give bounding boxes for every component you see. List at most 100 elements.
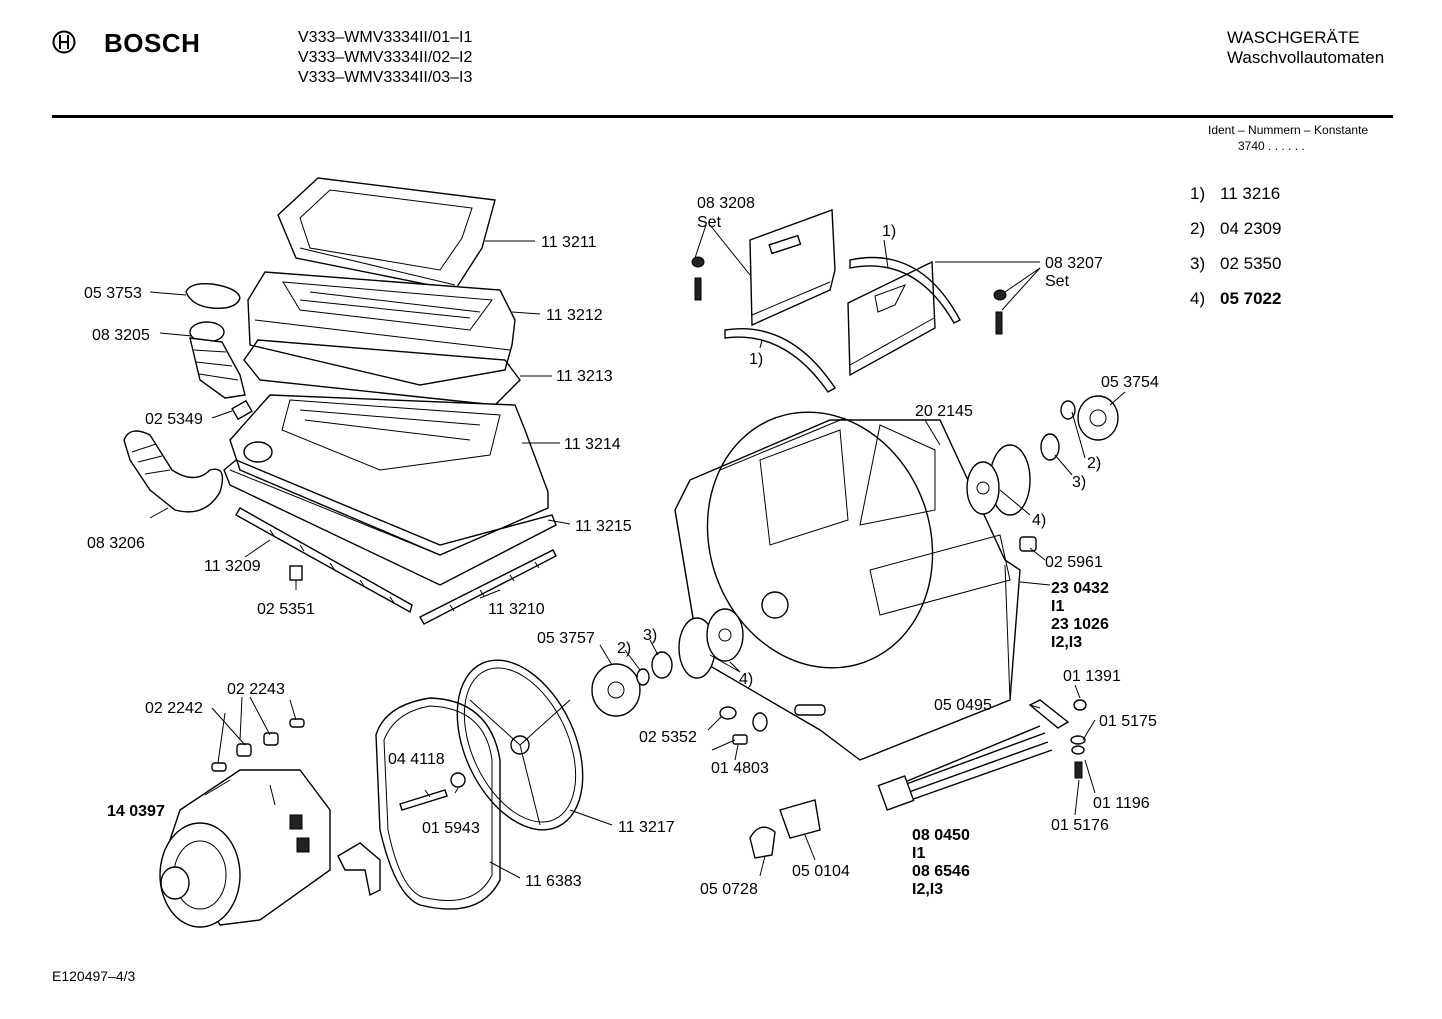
motor — [159, 769, 331, 928]
tension-bolt — [399, 772, 466, 811]
category-heading: WASCHGERÄTE Waschvollautomaten — [1227, 28, 1384, 68]
part-label: 05 3757 — [537, 630, 595, 647]
legend-key: 4) — [1190, 289, 1206, 308]
carbon-brushes — [211, 718, 305, 772]
motor-bracket — [337, 842, 381, 897]
flange-bearing-left — [706, 608, 744, 662]
variant-label: I2,I3 — [1051, 634, 1082, 651]
legend-item: 1)11 3216 — [1190, 176, 1281, 211]
part-label: 11 3214 — [564, 436, 621, 453]
bearing-right — [1040, 433, 1060, 461]
legend-key: 2) — [1190, 219, 1206, 238]
part-label: 02 2242 — [145, 700, 203, 717]
set-label: Set — [1045, 273, 1070, 290]
part-label: 08 3206 — [87, 535, 145, 552]
small-connector — [231, 399, 253, 421]
part-label: 11 3209 — [204, 558, 261, 575]
flange-bearing-right — [966, 461, 1000, 515]
category-line-1: WASCHGERÄTE — [1227, 28, 1360, 47]
footnote-marker: 2) — [1087, 455, 1101, 472]
tub-cover-frame — [277, 177, 496, 291]
part-label: 01 1391 — [1063, 668, 1121, 685]
seal-ring-right — [1060, 400, 1076, 420]
part-label: 02 5349 — [145, 411, 203, 428]
tub-gasket-upper — [247, 271, 516, 386]
part-label: 11 3217 — [618, 819, 675, 836]
drum-pulley — [456, 659, 584, 831]
part-label: 01 4803 — [711, 760, 769, 777]
clamp-strip-left — [235, 507, 413, 614]
tub-bottom-seal — [223, 459, 557, 586]
legend-value: 11 3216 — [1220, 184, 1281, 203]
legend-value: 02 5350 — [1220, 254, 1282, 273]
heater-nut-set — [1070, 699, 1087, 779]
ident-block: Ident – Nummern – Konstante 3740 . . . .… — [1208, 122, 1368, 154]
drive-belt — [375, 697, 501, 910]
heating-element — [877, 725, 1053, 811]
tub-seal-ring — [243, 339, 521, 406]
washer-ring — [752, 712, 768, 732]
part-label: 08 3205 — [92, 327, 150, 344]
header-rule — [52, 115, 1393, 118]
part-label: 11 3212 — [546, 307, 603, 324]
baffle-strip-left — [724, 328, 836, 393]
clip-part — [289, 565, 303, 581]
part-label: 05 3754 — [1101, 374, 1159, 391]
part-label: 11 3213 — [556, 368, 613, 385]
part-label: 01 5175 — [1099, 713, 1157, 730]
bellows-hose — [189, 321, 246, 399]
clamp-strip-right — [419, 549, 557, 625]
legend-value: 04 2309 — [1220, 219, 1282, 238]
part-label: 11 3215 — [575, 518, 632, 535]
part-label: 23 1026 — [1051, 616, 1109, 633]
part-labels: 11 3211 11 3212 11 3213 11 3214 11 3215 … — [84, 195, 1159, 898]
door-lock-pair — [749, 799, 821, 859]
part-label: 08 3208 — [697, 195, 755, 212]
legend-item: 2) 04 2309 — [1190, 211, 1281, 246]
part-label: 04 4118 — [388, 751, 445, 768]
part-label: 08 6546 — [912, 863, 970, 880]
ident-value: 3740 . . . . . . — [1238, 139, 1305, 153]
part-label: 01 1196 — [1093, 795, 1150, 812]
set-label: Set — [697, 214, 722, 231]
ident-label: Ident – Nummern – Konstante — [1208, 123, 1369, 137]
part-label: 05 3753 — [84, 285, 142, 302]
part-label: 11 6383 — [525, 873, 582, 890]
footnote-marker: 3) — [643, 627, 657, 644]
part-label: 02 5352 — [639, 729, 697, 746]
model-line: V333–WMV3334II/02–I2 — [298, 49, 473, 66]
washer-025352 — [719, 706, 737, 720]
bearing-flange-right — [1077, 395, 1119, 441]
part-label: 02 2243 — [227, 681, 285, 698]
part-label: 05 0495 — [934, 697, 992, 714]
screw-025961 — [1019, 536, 1037, 552]
legend-item: 4) 05 7022 — [1190, 281, 1281, 316]
footnote-marker: 2) — [617, 640, 631, 657]
hose-clamp — [185, 282, 241, 309]
footnote-legend: 1)11 3216 2) 04 2309 3) 02 5350 4) 05 7022 — [1190, 176, 1281, 316]
baffle-panel-right — [847, 260, 936, 377]
legend-item: 3) 02 5350 — [1190, 246, 1281, 281]
heater-bracket — [1028, 699, 1070, 729]
part-label: 05 0728 — [700, 881, 758, 898]
part-label: 14 0397 — [107, 803, 165, 820]
part-label: 05 0104 — [792, 863, 850, 880]
part-label: 08 3207 — [1045, 255, 1103, 272]
bearing-flange-left — [591, 663, 641, 717]
category-line-2: Waschvollautomaten — [1227, 48, 1385, 67]
drum-assembly — [674, 411, 1021, 761]
footnote-marker: 4) — [1032, 512, 1046, 529]
brand-name: BOSCH — [104, 28, 201, 58]
variant-label: I2,I3 — [912, 881, 943, 898]
legend-value: 05 7022 — [1220, 289, 1282, 308]
part-label: 01 5176 — [1051, 817, 1109, 834]
footnote-marker: 3) — [1072, 474, 1086, 491]
baffle-panel-left — [749, 209, 836, 327]
model-line: V333–WMV3334II/03–I3 — [298, 69, 473, 86]
tub-body — [229, 394, 549, 556]
screw-set-left — [691, 256, 705, 301]
baffle-strip-right — [849, 256, 961, 324]
legend-key: 3) — [1190, 254, 1206, 273]
part-label: 01 5943 — [422, 820, 480, 837]
